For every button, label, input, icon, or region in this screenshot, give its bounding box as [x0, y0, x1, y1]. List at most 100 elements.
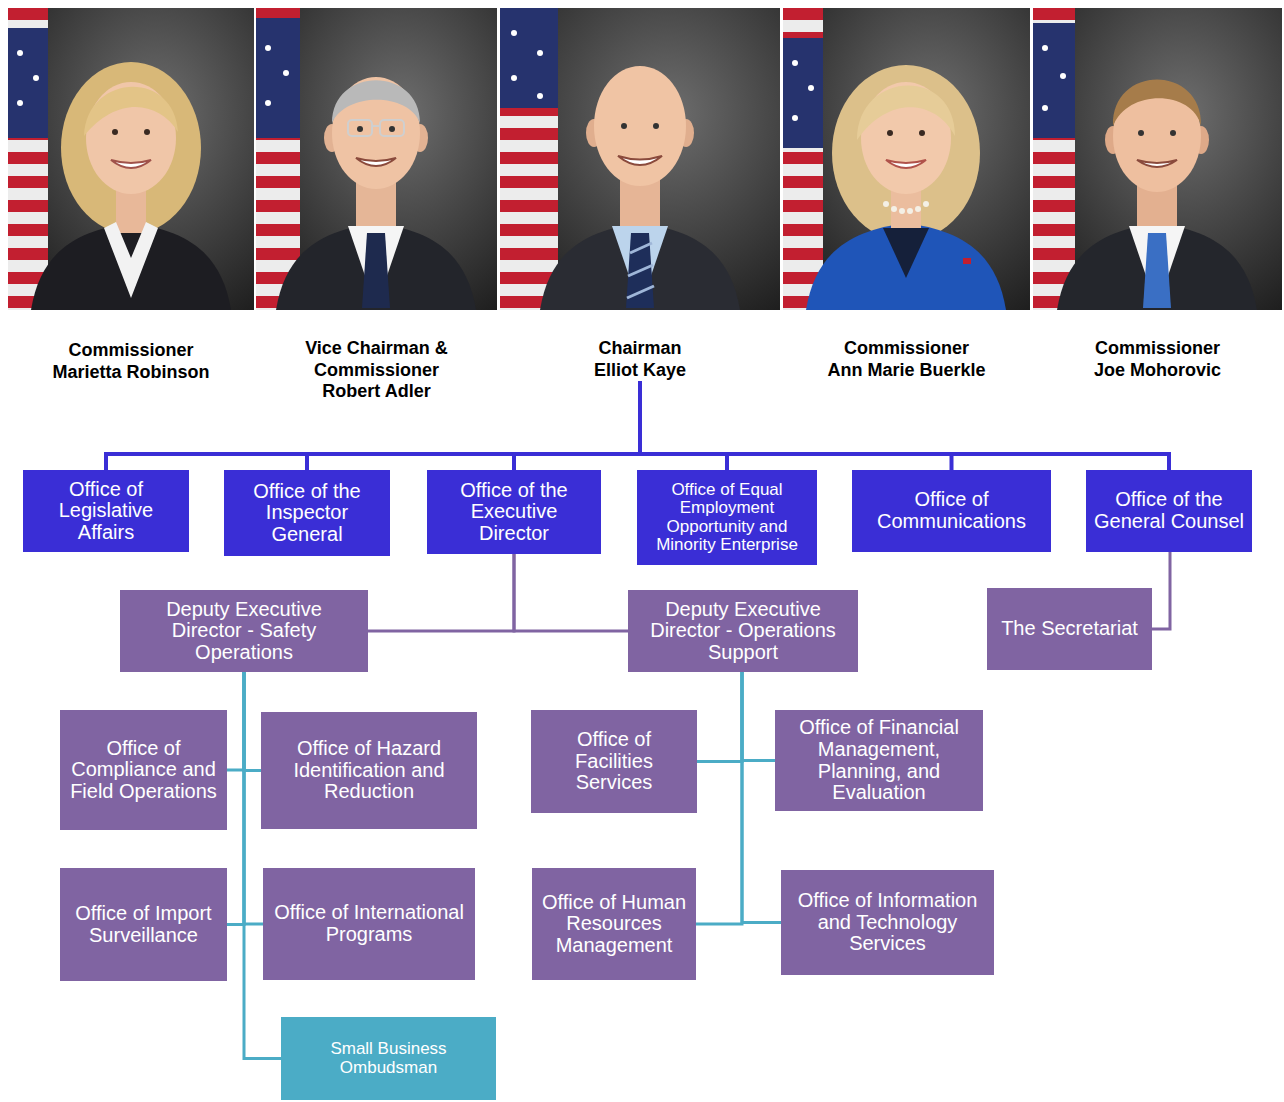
portrait-part	[8, 8, 254, 310]
connector-line	[640, 381, 952, 470]
office-box: Office of the Executive Director	[427, 470, 601, 554]
secretariat-box: The Secretariat	[987, 588, 1152, 670]
portrait-part	[792, 60, 798, 66]
connector-line	[697, 672, 742, 762]
box-label: Office of Human Resources Management	[538, 892, 690, 957]
portrait-part	[511, 30, 517, 36]
portrait-part	[1170, 130, 1176, 136]
portrait-part	[919, 130, 925, 136]
box-label: Office of the Executive Director	[433, 480, 595, 545]
office-box: Office of Compliance and Field Operation…	[60, 710, 227, 830]
box-label: Office of Legislative Affairs	[29, 479, 183, 544]
connector-line	[640, 381, 727, 470]
portrait-part	[537, 93, 543, 99]
portrait-part	[332, 80, 420, 123]
connector-line	[227, 672, 244, 925]
portrait-part	[963, 258, 971, 264]
office-box: Office of Human Resources Management	[532, 868, 696, 980]
portrait-part	[1060, 73, 1066, 79]
portrait-part	[265, 45, 271, 51]
portrait-part	[621, 123, 627, 129]
portrait-part	[31, 223, 231, 310]
box-label: Deputy Executive Director - Operations S…	[640, 599, 846, 664]
portrait-part	[630, 243, 652, 253]
connector-line	[514, 554, 628, 631]
box-label: Small Business Ombudsman	[287, 1040, 490, 1077]
portrait-part	[1138, 130, 1144, 136]
portrait-part	[112, 129, 118, 135]
portrait-part	[1042, 105, 1048, 111]
box-label: Office of Facilities Services	[537, 729, 691, 794]
box-label: Office of Equal Employment Opportunity a…	[643, 481, 811, 554]
portrait	[8, 8, 254, 310]
connector-line	[1152, 552, 1170, 629]
portrait-part	[380, 120, 404, 136]
office-box: Office of Import Surveillance	[60, 868, 227, 981]
deputy-box: Deputy Executive Director - Safety Opera…	[120, 590, 368, 672]
portrait-part	[104, 222, 158, 298]
photo-frame	[256, 8, 497, 310]
portrait-part	[362, 233, 390, 308]
portrait-part	[348, 226, 404, 308]
photo-frame	[8, 8, 254, 310]
portrait-photos	[0, 0, 1284, 320]
portrait-part	[653, 123, 659, 129]
portrait	[783, 8, 1030, 310]
portrait-part	[1113, 80, 1201, 127]
portrait-part	[883, 228, 929, 278]
portrait-part	[1042, 45, 1048, 51]
portrait-part	[356, 158, 396, 166]
portrait-part	[537, 50, 543, 56]
box-label: Office of International Programs	[269, 902, 469, 945]
portrait-part	[627, 286, 654, 298]
portrait-part	[923, 201, 929, 207]
office-box: Office of Hazard Identification and Redu…	[261, 712, 477, 829]
portrait-part	[8, 8, 48, 310]
portrait-part	[500, 8, 558, 310]
portrait-part	[783, 38, 823, 148]
box-label: Office of Information and Technology Ser…	[787, 890, 988, 955]
box-label: Office of Financial Management, Planning…	[781, 717, 977, 803]
portrait-part	[372, 125, 380, 127]
office-box: Office of Information and Technology Ser…	[781, 870, 994, 975]
portrait-part	[594, 66, 686, 186]
portrait-part	[8, 28, 48, 138]
portrait-part	[389, 126, 395, 132]
photo-frame	[500, 8, 780, 310]
portrait-part	[915, 206, 921, 212]
portrait-part	[808, 85, 814, 91]
portrait-part	[61, 62, 201, 234]
office-box: Office of Equal Employment Opportunity a…	[637, 470, 817, 565]
portrait-part	[626, 233, 654, 308]
portrait-part	[357, 126, 363, 132]
office-box: Office of International Programs	[263, 868, 475, 980]
box-label: Office of Hazard Identification and Redu…	[267, 738, 471, 803]
box-label: The Secretariat	[1001, 618, 1138, 640]
portrait-part	[84, 87, 178, 136]
box-label: Office of Communications	[858, 489, 1045, 532]
portrait-part	[332, 77, 420, 189]
commissioner-portrait: Vice Chairman & Commissioner Robert Adle…	[256, 8, 497, 403]
portrait-part	[887, 130, 893, 136]
connector-line	[244, 672, 261, 771]
portrait-part	[899, 208, 905, 214]
portrait-part	[17, 50, 23, 56]
connector-line	[368, 554, 514, 631]
portrait-part	[283, 70, 289, 76]
portrait-part	[144, 129, 150, 135]
ombudsman-box: Small Business Ombudsman	[281, 1017, 496, 1100]
commissioner-portrait: Commissioner Joe Mohorovic	[1033, 8, 1282, 381]
office-box: Office of Facilities Services	[531, 710, 697, 813]
connector-line	[696, 672, 742, 924]
portrait-part	[618, 156, 662, 165]
connector-line	[514, 381, 640, 470]
portrait-part	[256, 8, 497, 310]
portrait-part	[1057, 223, 1257, 310]
portrait-part	[17, 100, 23, 106]
portrait-part	[1137, 160, 1177, 167]
portrait-part	[1033, 23, 1075, 138]
portrait-part	[612, 226, 668, 308]
portrait-part	[1143, 233, 1171, 308]
portrait-part	[783, 8, 823, 310]
